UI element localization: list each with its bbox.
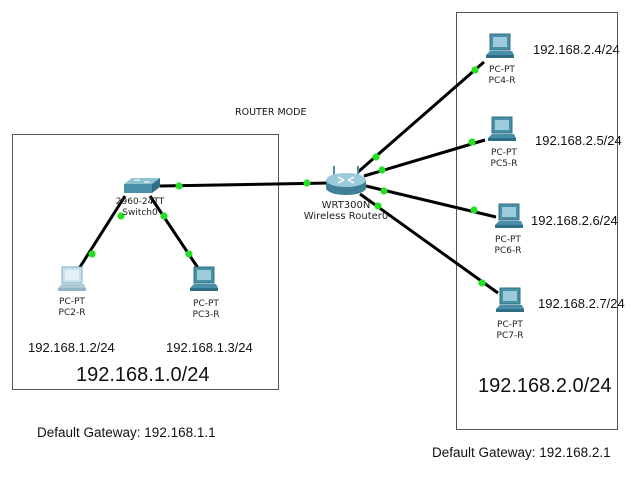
port-led [160,212,168,220]
pc4-ip: 192.168.2.4/24 [533,42,620,57]
port-led [372,153,380,161]
link-router-pc4[interactable] [357,60,485,174]
pc2-name: PC2-R [58,308,86,318]
pc-icon[interactable] [484,33,516,61]
mode-label: ROUTER MODE [235,107,307,118]
port-led [378,166,386,174]
pc7-type: PC-PT [497,320,523,330]
pc-icon[interactable] [493,203,525,231]
port-led [478,279,486,287]
pc3-name: PC3-R [192,310,220,320]
pc5-type: PC-PT [491,148,517,158]
switch-name: Switch0 [122,208,158,218]
pc4-type: PC-PT [489,65,515,75]
switch-icon[interactable] [120,176,162,196]
port-led [117,212,125,220]
pc3-ip: 192.168.1.3/24 [166,340,253,355]
pc3-type: PC-PT [193,299,219,309]
port-led [374,202,382,210]
lan1-network: 192.168.1.0/24 [76,364,210,386]
port-led [471,66,479,74]
pc7-ip: 192.168.2.7/24 [538,296,625,311]
pc2-type: PC-PT [59,297,85,307]
link-router-pc7[interactable] [359,192,499,295]
pc6-name: PC6-R [494,246,522,256]
link-switch-pc2[interactable] [78,195,127,268]
pc-icon[interactable] [486,116,518,144]
port-led [303,179,311,187]
pc4-name: PC4-R [488,76,516,86]
lan2-gateway: Default Gateway: 192.168.2.1 [432,445,611,460]
pc5-ip: 192.168.2.5/24 [535,133,622,148]
pc-icon[interactable] [188,266,220,294]
port-led [185,250,193,258]
switch-model: 2960-24TT [115,197,165,207]
port-led [470,206,478,214]
port-led [175,182,183,190]
lan2-network: 192.168.2.0/24 [478,375,612,397]
port-led [468,138,476,146]
port-led [380,187,388,195]
router-icon[interactable] [324,164,368,196]
pc6-type: PC-PT [495,235,521,245]
pc-icon[interactable] [494,287,526,315]
lan1-area [12,134,279,390]
pc6-ip: 192.168.2.6/24 [531,213,618,228]
lan1-gateway: Default Gateway: 192.168.1.1 [37,425,216,440]
lan2-area [456,12,618,430]
pc2-ip: 192.168.1.2/24 [28,340,115,355]
pc-icon[interactable] [56,266,88,294]
link-switch-router[interactable] [159,181,331,188]
router-model: WRT300N [321,200,371,211]
pc7-name: PC7-R [496,331,524,341]
pc5-name: PC5-R [490,159,518,169]
router-name: Wireless Router0 [303,211,389,222]
port-led [88,250,96,258]
